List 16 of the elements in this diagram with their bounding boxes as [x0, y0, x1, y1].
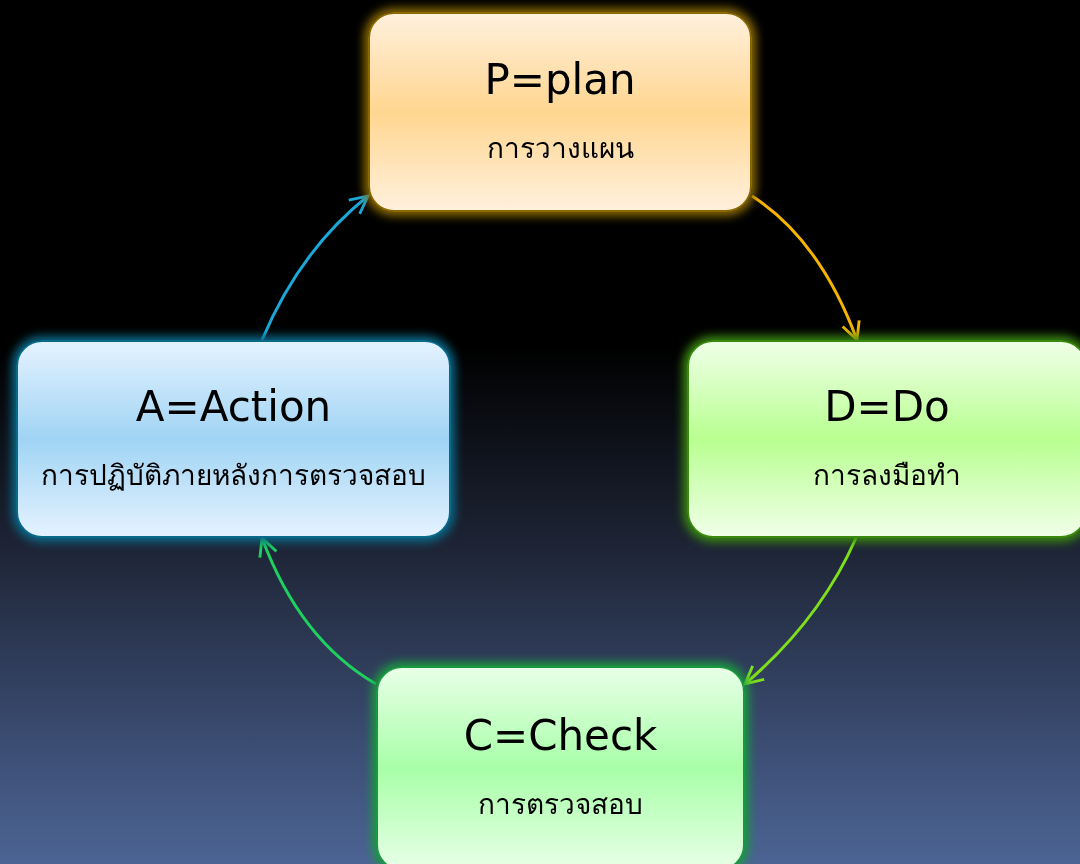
process-box	[16, 340, 451, 538]
box-subtitle: การตรวจสอบ	[478, 787, 643, 823]
process-box	[368, 12, 752, 212]
box-subtitle: การปฏิบัติภายหลังการตรวจสอบ	[41, 457, 426, 494]
box-subtitle: การวางแผน	[486, 130, 634, 167]
box-title: C=Check	[463, 711, 658, 760]
box-title: D=Do	[824, 381, 950, 431]
process-box	[687, 340, 1080, 538]
box-title: P=plan	[484, 54, 636, 104]
arrow	[751, 194, 861, 342]
arrow	[260, 194, 370, 341]
arrow	[743, 537, 858, 686]
process-box	[376, 666, 745, 864]
arrow	[258, 536, 377, 686]
box-subtitle: การลงมือทำ	[813, 457, 961, 494]
box-title: A=Action	[135, 381, 332, 431]
